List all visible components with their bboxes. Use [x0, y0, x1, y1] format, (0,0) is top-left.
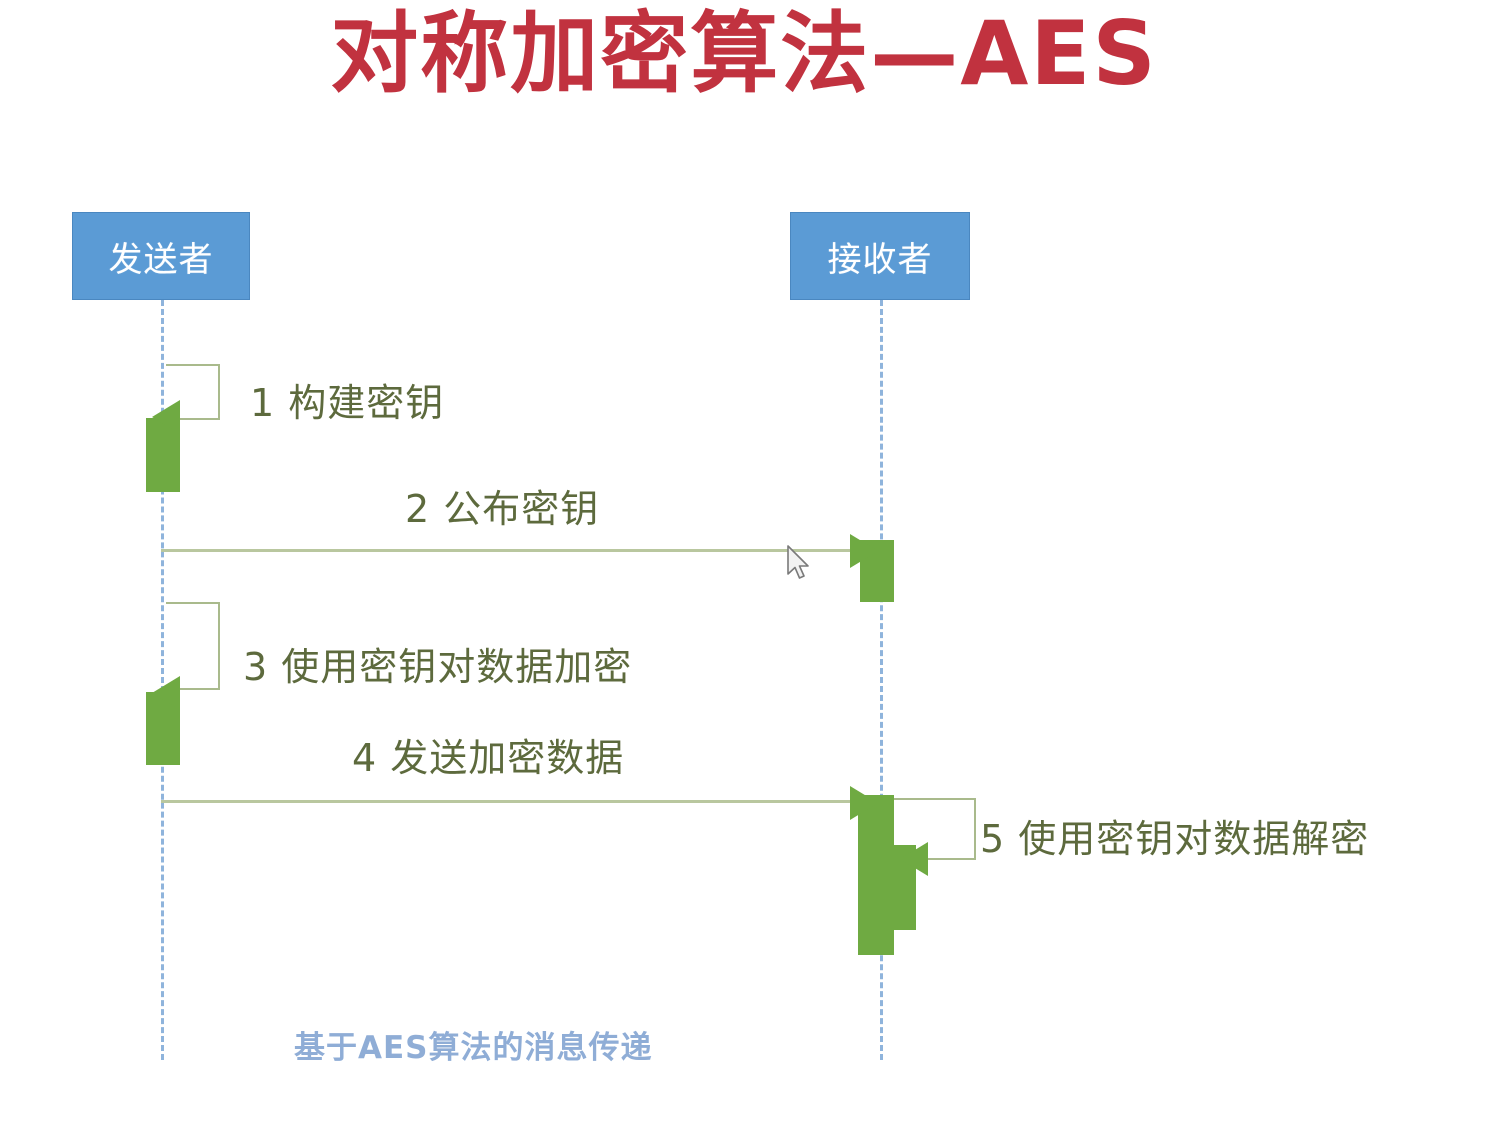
message-line-2 [161, 549, 861, 552]
message-label-2: 2 公布密钥 [405, 487, 600, 531]
actor-label-sender: 发送者 [108, 239, 214, 280]
arrowhead-message-3 [152, 676, 180, 710]
arrowhead-message-2 [850, 534, 878, 568]
self-message-loop-5 [890, 798, 976, 860]
diagram-caption: 基于AES算法的消息传递 [294, 1030, 653, 1066]
actor-label-receiver: 接收者 [827, 239, 933, 280]
message-label-1: 1 构建密钥 [250, 381, 445, 425]
page-title: 对称加密算法—AES [330, 2, 1158, 105]
self-message-loop-1 [166, 364, 220, 420]
arrowhead-message-5 [900, 842, 928, 876]
message-label-3: 3 使用密钥对数据加密 [243, 645, 633, 689]
actor-box-sender[interactable]: 发送者 [72, 212, 250, 300]
arrowhead-message-1 [152, 400, 180, 434]
arrowhead-message-4 [850, 786, 878, 820]
actor-box-receiver[interactable]: 接收者 [790, 212, 970, 300]
self-message-loop-3 [166, 602, 220, 690]
lifeline-receiver [880, 300, 883, 1060]
message-label-4: 4 发送加密数据 [352, 736, 625, 780]
message-label-5: 5 使用密钥对数据解密 [980, 817, 1370, 861]
message-line-4 [161, 800, 861, 803]
